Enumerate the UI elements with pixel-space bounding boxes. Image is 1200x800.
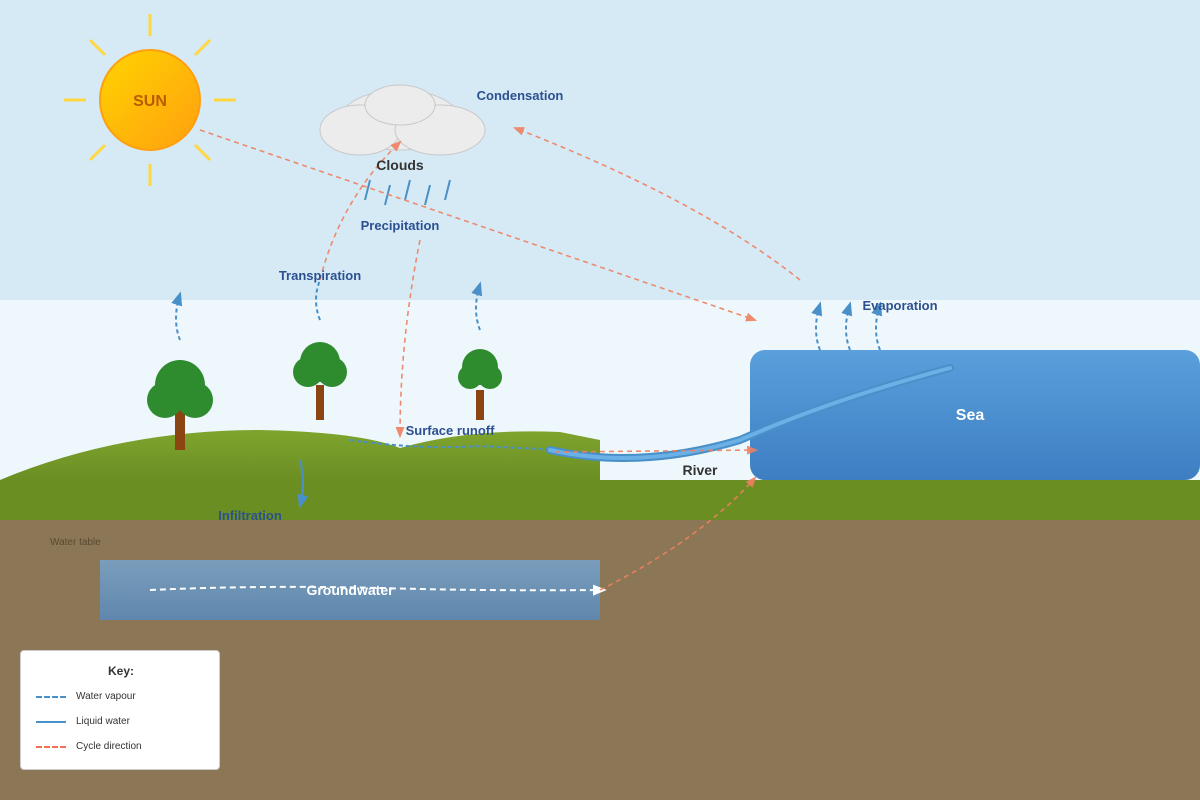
legend-label: Cycle direction	[76, 741, 142, 752]
groundwater-layer	[100, 560, 600, 620]
surface-runoff-label: Surface runoff	[406, 423, 496, 438]
cloud	[319, 84, 486, 156]
legend-label: Water vapour	[76, 691, 136, 702]
water-table-label: Water table	[50, 537, 101, 548]
sun-label: SUN	[133, 93, 167, 110]
rain-drops	[364, 179, 451, 206]
river-label: River	[682, 462, 718, 478]
surface-runoff-path	[349, 439, 561, 451]
legend-title: Key:	[107, 664, 134, 678]
sun: SUN	[64, 14, 236, 186]
evaporation-arrow-1	[811, 301, 823, 351]
infiltration-arrow	[297, 459, 309, 509]
groundwater-label: Groundwater	[306, 582, 394, 598]
tree-right	[458, 349, 502, 420]
evaporation-arrow-3	[871, 301, 883, 351]
legend-label: Liquid water	[76, 716, 130, 727]
clouds-label: Clouds	[376, 157, 424, 173]
sun-rays	[64, 14, 236, 186]
tree-left	[147, 360, 213, 450]
ground-strip	[0, 480, 1200, 520]
transpiration-cycle-arrow	[319, 140, 402, 281]
legend: Key: Water vapour Liquid water Cycle dir…	[20, 650, 220, 770]
sun-disc	[99, 49, 201, 151]
transpiration-arrow-right	[471, 281, 483, 331]
liquid-water-swatch	[36, 721, 66, 723]
vapour-arrows	[171, 279, 883, 451]
sea-label: Sea	[956, 407, 985, 424]
sky	[0, 0, 1200, 300]
tree-middle	[293, 342, 347, 420]
precipitation-arrow	[395, 239, 421, 439]
infiltration-label: Infiltration	[218, 508, 282, 523]
groundwater-to-sea-arrow	[599, 476, 757, 591]
sun-to-sea-arrow	[199, 129, 758, 322]
transpiration-arrow-middle	[315, 279, 321, 321]
transpiration-arrow-left	[171, 291, 183, 341]
condensation-arrow	[512, 127, 801, 281]
precipitation-label: Precipitation	[361, 218, 440, 233]
river	[548, 366, 952, 460]
cycle-arrows	[199, 127, 801, 591]
cycle-direction-swatch	[36, 746, 66, 748]
condensation-label: Condensation	[477, 88, 564, 103]
transpiration-label: Transpiration	[279, 268, 361, 283]
evaporation-arrow-2	[841, 301, 853, 351]
water-vapour-swatch	[36, 696, 66, 698]
sea	[750, 350, 1200, 480]
hill	[0, 430, 600, 480]
evaporation-label: Evaporation	[862, 298, 937, 313]
runoff-to-sea-arrow	[554, 445, 759, 455]
